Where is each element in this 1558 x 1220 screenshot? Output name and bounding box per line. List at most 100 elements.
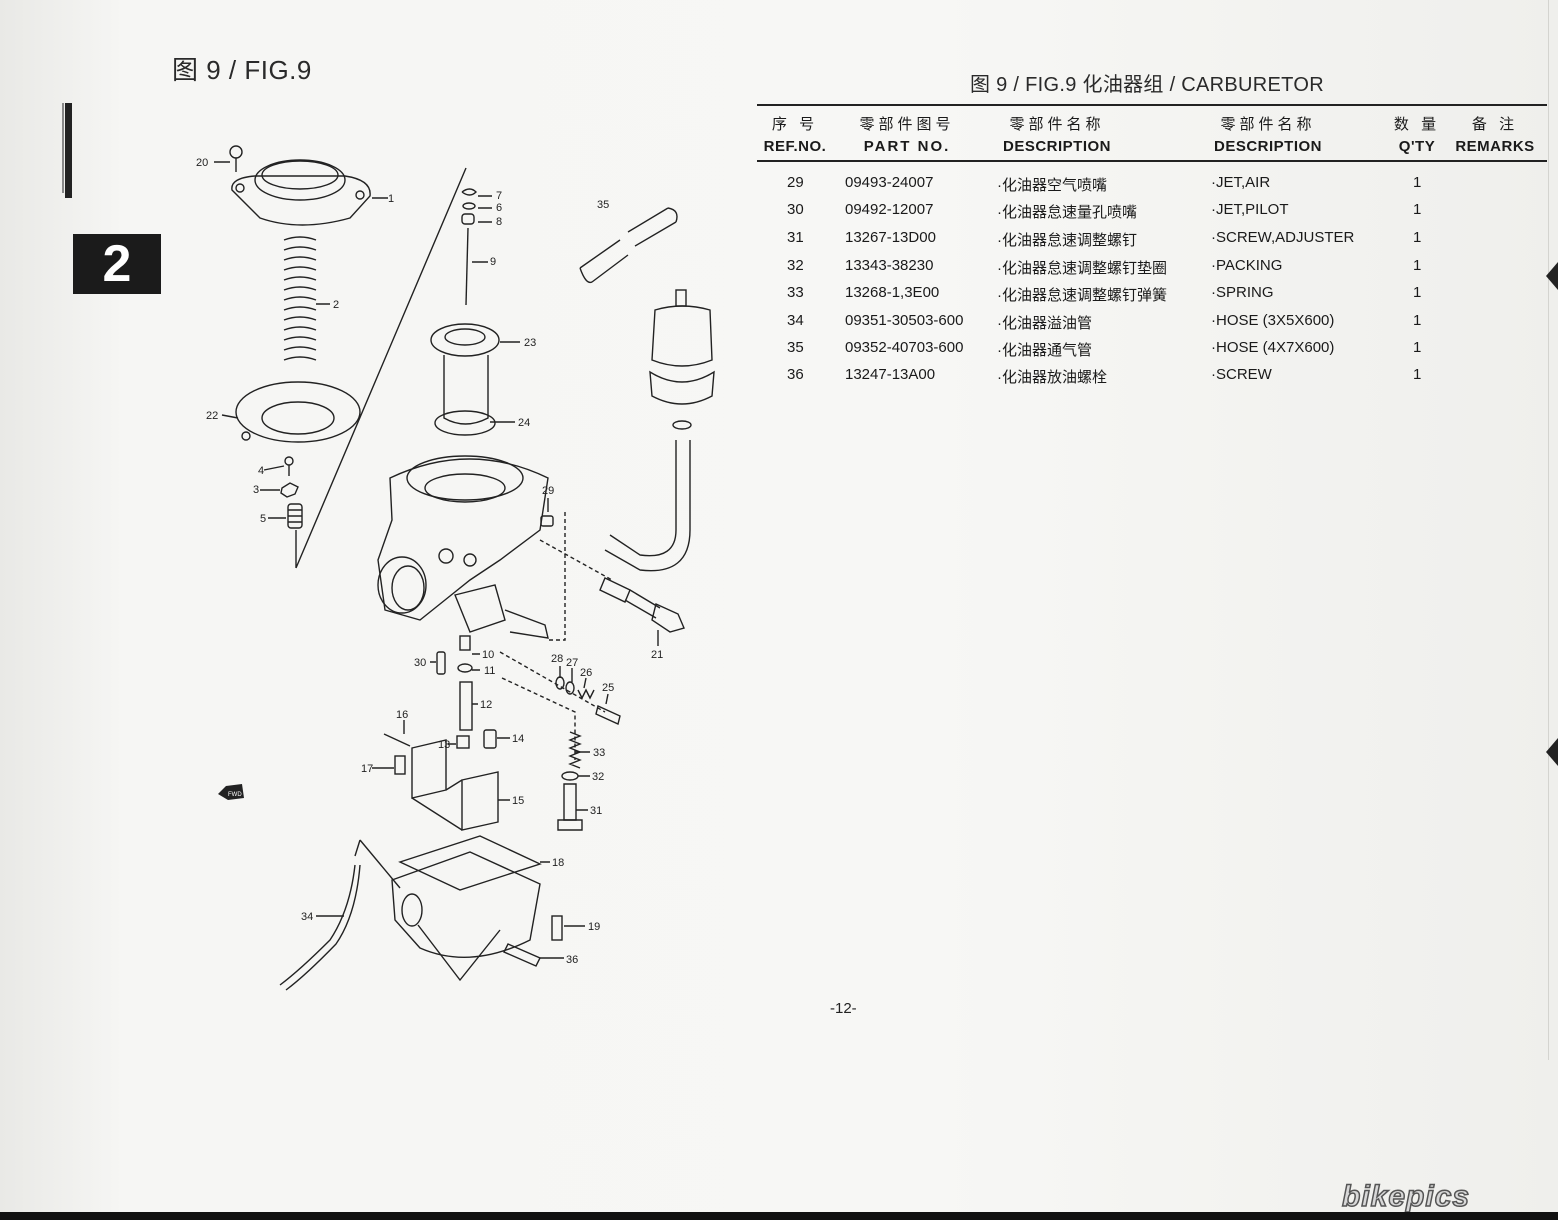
carburetor-exploded-diagram: FWD 20 1 2 22 4 3 5 7 6 8 9 23 24 35 29 … [196,145,715,991]
header-remarks: 备 注 REMARKS [1451,114,1539,158]
part-6-washer [462,202,476,210]
row-ref: 31 [787,229,804,246]
label-35: 35 [597,199,609,211]
label-31: 31 [590,805,602,817]
part-32-washer [561,771,579,781]
header-qty-en: Q'TY [1398,138,1436,155]
binding-mark [62,103,64,193]
header-desc-cn-en: DESCRIPTION [1002,138,1111,155]
part-13-jet [456,735,470,749]
vent-cap [604,289,715,572]
label-10: 10 [482,649,494,661]
row-desc-cn: ·化油器放油螺栓 [997,369,1107,386]
part-20-screw [229,145,243,172]
part-17-screw [394,755,406,775]
label-1: 1 [388,193,394,205]
part-19-screw [551,915,563,941]
figure-title-left: 图 9 / FIG.9 [172,55,312,85]
table-row: 30 09492-12007 ·化油器怠速量孔喷嘴 ·JET,PILOT 1 [757,201,1547,228]
part-4-screw [284,456,294,476]
table-row: 34 09351-30503-600 ·化油器溢油管 ·HOSE (3X5X60… [757,312,1547,339]
part-14-float-pin [483,729,497,749]
row-qty: 1 [1413,257,1422,274]
bottom-border [0,1212,1558,1220]
label-33: 33 [593,747,605,759]
part-26-spring [577,688,595,700]
label-25: 25 [602,682,614,694]
label-20: 20 [196,157,208,169]
header-desc-en-cn: 零部件名称 [1220,116,1316,133]
header-part-en: PART NO. [863,138,951,155]
label-32: 32 [592,771,604,783]
row-desc-cn: ·化油器怠速调整螺钉弹簧 [997,287,1167,304]
label-13: 13 [438,739,450,751]
row-ref: 29 [787,174,804,191]
row-part: 13268-1,3E00 [845,284,940,301]
carburetor-body [377,455,549,639]
row-ref: 34 [787,312,804,329]
part-36-screw [503,943,541,967]
row-qty: 1 [1413,174,1422,191]
row-desc-cn: ·化油器怠速调整螺钉垫圈 [997,260,1167,277]
part-22-diaphragm [235,381,361,443]
header-qty: 数 量 Q'TY [1389,114,1445,158]
table-row: 36 13247-13A00 ·化油器放油螺栓 ·SCREW 1 [757,366,1547,393]
header-desc-cn-cn: 零部件名称 [1009,116,1105,133]
label-29: 29 [542,485,554,497]
watermark-logo: bikepics [1341,1179,1471,1214]
label-34: 34 [301,911,313,923]
header-desc-en-en: DESCRIPTION [1213,138,1322,155]
row-part: 13247-13A00 [845,366,936,383]
row-desc-cn: ·化油器溢油管 [997,315,1092,332]
part-16-pin [383,733,411,747]
row-desc-en: ·SCREW,ADJUSTER [1211,229,1355,246]
part-31-screw [557,783,583,831]
row-desc-en: ·PACKING [1211,257,1283,274]
label-9: 9 [490,256,496,268]
row-qty: 1 [1413,366,1422,383]
row-part: 09351-30503-600 [845,312,964,329]
row-desc-en: ·HOSE (4X7X600) [1211,339,1335,356]
header-desc-en: 零部件名称 DESCRIPTION [1205,114,1331,158]
part-2-spring [283,236,317,361]
row-ref: 36 [787,366,804,383]
part-5-spring [287,503,303,529]
table-row: 31 13267-13D00 ·化油器怠速调整螺钉 ·SCREW,ADJUSTE… [757,229,1547,256]
part-11-oring [457,663,473,673]
header-remarks-en: REMARKS [1455,138,1535,155]
row-part: 09493-24007 [845,174,934,191]
label-27: 27 [566,657,578,669]
table-row: 32 13343-38230 ·化油器怠速调整螺钉垫圈 ·PACKING 1 [757,257,1547,284]
header-desc-cn: 零部件名称 DESCRIPTION [993,114,1121,158]
label-36: 36 [566,954,578,966]
row-ref: 33 [787,284,804,301]
header-remarks-cn: 备 注 [1471,116,1519,133]
part-12-main-jet [459,681,473,731]
row-qty: 1 [1413,312,1422,329]
row-qty: 1 [1413,229,1422,246]
part-27-washer [565,681,575,695]
right-edge-notch [1546,262,1558,290]
label-18: 18 [552,857,564,869]
row-part: 13343-38230 [845,257,934,274]
part-1-top-cap [231,159,371,226]
part-34-hose [279,864,361,991]
part-15-float [411,739,499,831]
row-desc-cn: ·化油器怠速量孔喷嘴 [997,204,1137,221]
row-part: 09352-40703-600 [845,339,964,356]
label-3: 3 [253,484,259,496]
row-ref: 30 [787,201,804,218]
table-top-rule [757,104,1547,106]
label-12: 12 [480,699,492,711]
part-35-hose [579,207,678,284]
label-15: 15 [512,795,524,807]
table-row: 33 13268-1,3E00 ·化油器怠速调整螺钉弹簧 ·SPRING 1 [757,284,1547,311]
label-8: 8 [496,216,502,228]
row-desc-en: ·JET,PILOT [1211,201,1289,218]
table-row: 29 09493-24007 ·化油器空气喷嘴 ·JET,AIR 1 [757,174,1547,201]
table-header-rule [757,160,1547,162]
row-desc-cn: ·化油器通气管 [997,342,1092,359]
row-qty: 1 [1413,284,1422,301]
label-17: 17 [361,763,373,775]
